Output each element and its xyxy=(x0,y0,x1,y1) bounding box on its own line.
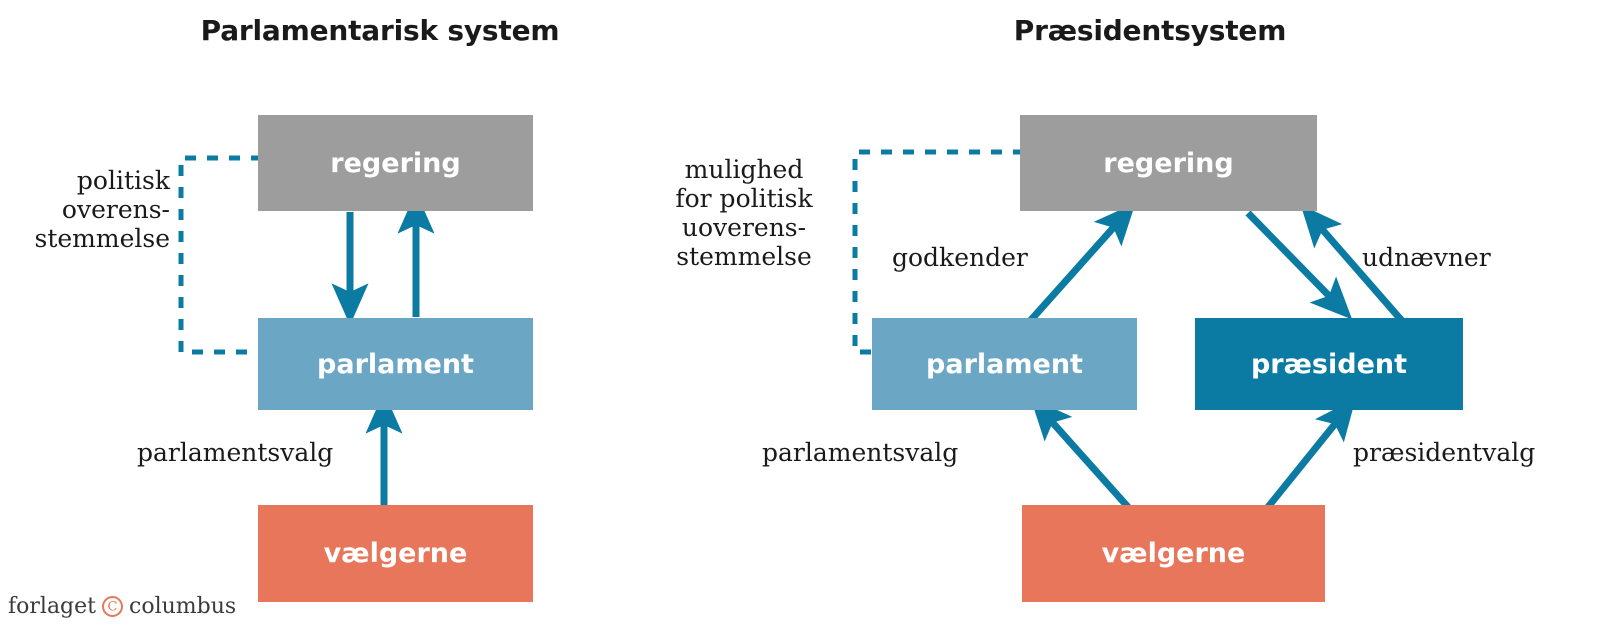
arrow-vaelgerne-to-parlament-right xyxy=(1030,397,1131,510)
label-line: stemmelse xyxy=(676,242,812,271)
label-praesidentvalg: præsidentvalg xyxy=(1353,438,1536,467)
node-parlament-presidential[interactable]: parlament xyxy=(872,318,1137,410)
arrow-parlament-godkender-regering xyxy=(1019,202,1136,333)
arrow-regering-to-praesident xyxy=(1245,210,1353,320)
label-politisk-overensstemmelse: politisk overens- stemmelse xyxy=(0,166,171,253)
label-line: politisk xyxy=(76,166,170,195)
copyright-c-icon xyxy=(102,596,123,617)
label-line: mulighed xyxy=(684,155,804,184)
node-label: parlament xyxy=(317,348,474,380)
node-vaelgerne-parliamentary[interactable]: vælgerne xyxy=(258,505,533,602)
arrow-praesident-udnaevner-regering xyxy=(1300,204,1413,333)
dashed-bracket-right xyxy=(852,149,1024,355)
label-line: for politisk xyxy=(675,184,813,213)
label-parlamentsvalg-right: parlamentsvalg xyxy=(762,438,959,467)
arrow-vaelgerne-to-praesident xyxy=(1265,398,1356,510)
label-mulighed-uoverensstemmelse: mulighed for politisk uoverens- stemmels… xyxy=(660,155,828,271)
label-parlamentsvalg-left: parlamentsvalg xyxy=(137,438,334,467)
panel-title-parliamentary: Parlamentarisk system xyxy=(200,14,560,47)
node-label: parlament xyxy=(926,348,1083,380)
logo-prefix-text: forlaget xyxy=(8,594,96,619)
node-label: vælgerne xyxy=(1101,538,1246,569)
label-godkender: godkender xyxy=(892,243,1028,272)
node-label: præsident xyxy=(1250,348,1408,380)
label-udnaevner: udnævner xyxy=(1362,243,1491,272)
panel-title-presidential: Præsidentsystem xyxy=(1013,14,1287,47)
node-praesident-presidential[interactable]: præsident xyxy=(1195,318,1463,410)
node-label: regering xyxy=(1103,147,1234,179)
node-parlament-parliamentary[interactable]: parlament xyxy=(258,318,533,410)
node-regering-parliamentary[interactable]: regering xyxy=(258,115,533,211)
node-vaelgerne-presidential[interactable]: vælgerne xyxy=(1022,505,1325,602)
dashed-bracket-left xyxy=(178,155,262,355)
node-regering-presidential[interactable]: regering xyxy=(1020,115,1317,211)
logo-suffix-text: columbus xyxy=(129,594,237,619)
label-line: overens- xyxy=(61,195,170,224)
node-label: regering xyxy=(330,147,461,179)
node-label: vælgerne xyxy=(323,538,468,569)
publisher-logo: forlaget columbus xyxy=(8,594,236,619)
label-line: uoverens- xyxy=(681,213,807,242)
label-line: stemmelse xyxy=(34,224,171,253)
